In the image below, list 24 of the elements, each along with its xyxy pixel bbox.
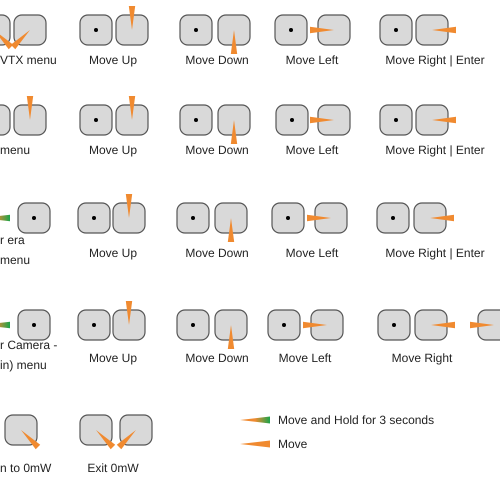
- gesture-label: Move Left: [278, 350, 332, 366]
- gesture-label: r era menu: [0, 232, 32, 269]
- legend-text: Move: [278, 436, 308, 452]
- legend-text: Move and Hold for 3 seconds: [278, 412, 434, 428]
- gesture-label: n to 0mW: [0, 460, 52, 476]
- gesture-label: Move Up: [88, 142, 138, 158]
- gesture-label: Move Down: [185, 52, 249, 68]
- gesture-label: Move Up: [88, 350, 138, 366]
- gesture-label: Move Right | Enter: [385, 142, 485, 158]
- gesture-label: Move Right | Enter: [385, 52, 485, 68]
- gesture-label: Move Down: [185, 245, 249, 261]
- gesture-label: menu: [0, 142, 30, 158]
- gesture-label: VTX menu: [0, 52, 57, 68]
- gesture-label: Move Right: [392, 350, 452, 366]
- gesture-label: Move Down: [185, 142, 249, 158]
- gesture-label: Move Right | Enter: [385, 245, 485, 261]
- gesture-label: Move Left: [286, 52, 338, 68]
- gesture-label: Move Up: [88, 245, 138, 261]
- gesture-label: Move Left: [286, 142, 338, 158]
- gesture-label: Move Left: [286, 245, 338, 261]
- gesture-label: Move Down: [185, 350, 249, 366]
- gesture-label: Exit 0mW: [87, 460, 139, 476]
- gesture-label: r Camera -in) menu: [0, 337, 58, 374]
- gesture-label: Move Up: [88, 52, 138, 68]
